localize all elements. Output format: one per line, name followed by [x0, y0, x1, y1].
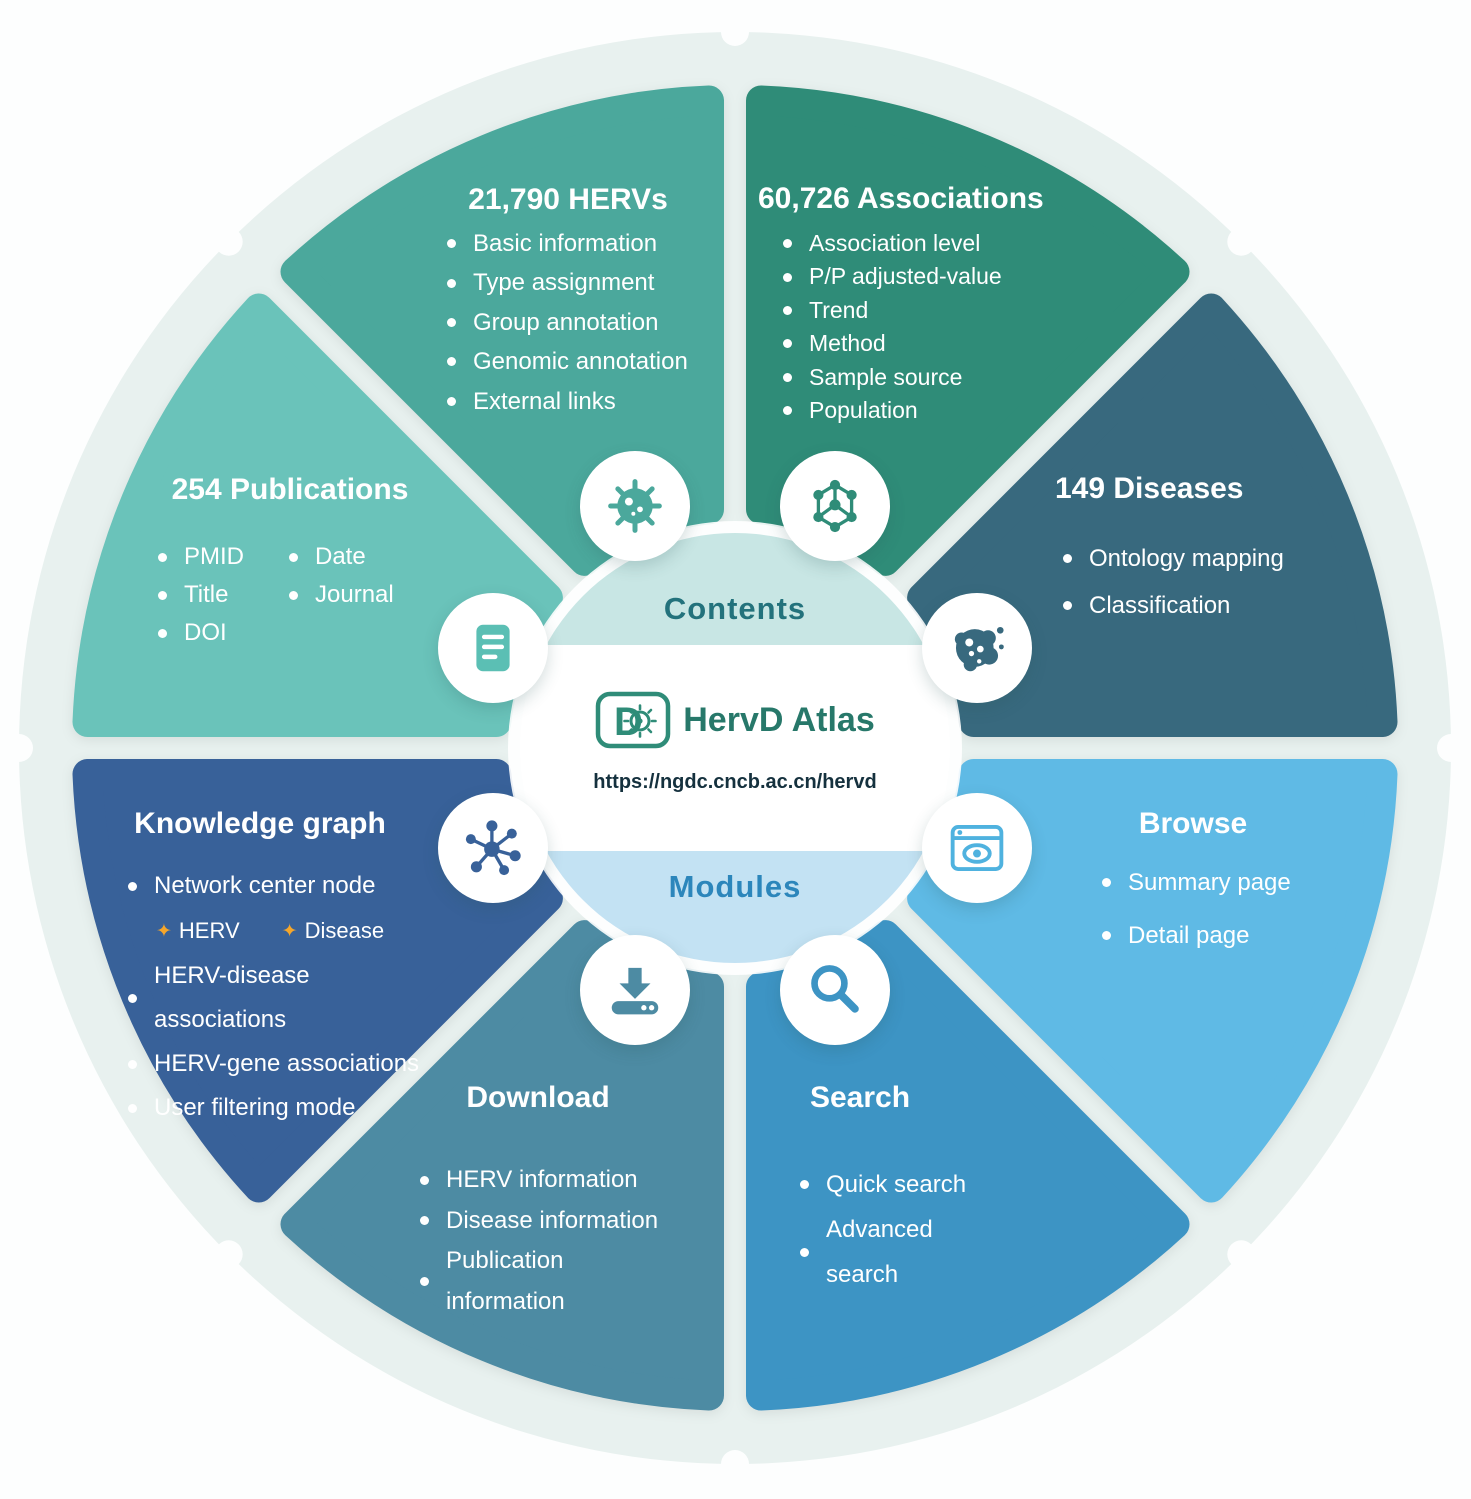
list-item: P/P adjusted-value	[783, 260, 1078, 293]
kg-node-type-herv: HERV	[156, 908, 240, 954]
list-item: Detail page	[1102, 909, 1308, 962]
segment-diseases: 149 Diseases Ontology mapping Classifica…	[1055, 473, 1355, 629]
segment-publications-title: 254 Publications	[171, 473, 409, 506]
segment-search-list: Quick search Advanced search	[800, 1162, 975, 1297]
browse-badge	[922, 793, 1032, 903]
list-item: Title	[158, 576, 289, 614]
list-item: DOI	[158, 614, 289, 652]
segment-knowledge-graph: Knowledge graph Network center node HERV…	[95, 808, 425, 1130]
diseases-badge	[922, 593, 1032, 703]
rim-notches	[5, 18, 1465, 1478]
list-item: Population	[783, 394, 1078, 427]
list-item: Advanced search	[800, 1207, 975, 1297]
disease-cell-icon	[954, 626, 1004, 672]
segment-browse-title: Browse	[1138, 807, 1248, 840]
kg-node-type-label: HERV	[178, 918, 240, 943]
segment-download: Download HERV information Disease inform…	[388, 1082, 688, 1322]
associations-badge	[780, 451, 890, 561]
list-item: Method	[783, 327, 1078, 360]
download-badge	[580, 935, 690, 1045]
segment-download-list: HERV information Disease information Pub…	[420, 1160, 688, 1322]
list-item: Ontology mapping	[1063, 535, 1355, 582]
list-item: Date	[289, 538, 420, 576]
segment-knowledge-graph-title: Knowledge graph	[134, 807, 386, 840]
list-item: Quick search	[800, 1162, 975, 1207]
hervd-logo: D	[596, 691, 671, 749]
site-url: https://ngdc.cncb.ac.cn/hervd	[593, 771, 877, 793]
segment-browse: Browse Summary page Detail page	[1078, 808, 1308, 962]
segment-diseases-title: 149 Diseases	[1055, 472, 1244, 505]
list-item: Classification	[1063, 582, 1355, 629]
kg-node-types: HERV Disease	[128, 908, 425, 954]
segment-associations: 60,726 Associations Association level P/…	[758, 183, 1078, 427]
list-item: Publication information	[420, 1241, 688, 1322]
publications-badge	[438, 593, 548, 703]
logo-gear-icon	[623, 704, 658, 738]
list-item: Network center node	[128, 864, 425, 908]
modules-band	[520, 851, 950, 963]
download-icon	[611, 967, 659, 1015]
segment-hervs: 21,790 HERVs Basic information Type assi…	[418, 184, 718, 421]
center-hub: Contents D	[510, 523, 960, 973]
segment-knowledge-graph-list: Network center node HERV Disease HERV-di…	[128, 864, 425, 1130]
search-badge	[780, 935, 890, 1045]
list-item: Type assignment	[447, 263, 718, 302]
list-item: User filtering mode	[128, 1086, 425, 1130]
logo-row: D HervD Atlas	[520, 691, 950, 749]
magnifier-icon	[811, 965, 859, 1013]
segment-search-title: Search	[809, 1081, 911, 1114]
site-title: HervD Atlas	[683, 700, 875, 739]
segment-hervs-list: Basic information Type assignment Group …	[447, 224, 718, 421]
contents-label: Contents	[663, 591, 807, 626]
kg-node-type-disease: Disease	[282, 908, 384, 954]
list-item: Journal	[289, 576, 420, 614]
list-item: Group annotation	[447, 303, 718, 342]
virus-badge	[580, 451, 690, 561]
segment-publications: 254 Publications PMID Title DOI Date Jou…	[140, 474, 440, 652]
kg-node-type-label: Disease	[304, 918, 385, 943]
list-item: PMID	[158, 538, 289, 576]
segment-associations-title: 60,726 Associations	[758, 182, 1044, 215]
contents-band	[520, 533, 950, 645]
list-item: External links	[447, 382, 718, 421]
list-item: Disease information	[420, 1201, 688, 1242]
star-icon	[156, 908, 172, 954]
list-item: HERV-disease associations	[128, 954, 425, 1042]
segment-associations-list: Association level P/P adjusted-value Tre…	[783, 227, 1078, 427]
list-item: HERV-gene associations	[128, 1042, 425, 1086]
segment-browse-list: Summary page Detail page	[1102, 856, 1308, 962]
molecule-network-icon	[813, 479, 857, 533]
segment-hervs-title: 21,790 HERVs	[468, 183, 668, 216]
list-item: Summary page	[1102, 856, 1308, 909]
list-item: Sample source	[783, 361, 1078, 394]
knowledge-graph-badge	[438, 793, 548, 903]
list-item: Basic information	[447, 224, 718, 263]
virus-icon	[608, 479, 662, 533]
star-icon	[282, 908, 298, 954]
document-icon	[476, 624, 510, 672]
segment-download-title: Download	[466, 1081, 610, 1114]
list-item: Genomic annotation	[447, 342, 718, 381]
list-item: Trend	[783, 294, 1078, 327]
segment-publications-list: PMID Title DOI Date Journal	[158, 538, 420, 652]
network-graph-icon	[465, 820, 521, 876]
browser-eye-icon	[950, 825, 1004, 871]
list-item: HERV information	[420, 1160, 688, 1201]
list-item: Association level	[783, 227, 1078, 260]
segment-diseases-list: Ontology mapping Classification	[1063, 535, 1355, 629]
modules-label: Modules	[668, 869, 802, 904]
segment-search: Search Quick search Advanced search	[745, 1082, 975, 1297]
